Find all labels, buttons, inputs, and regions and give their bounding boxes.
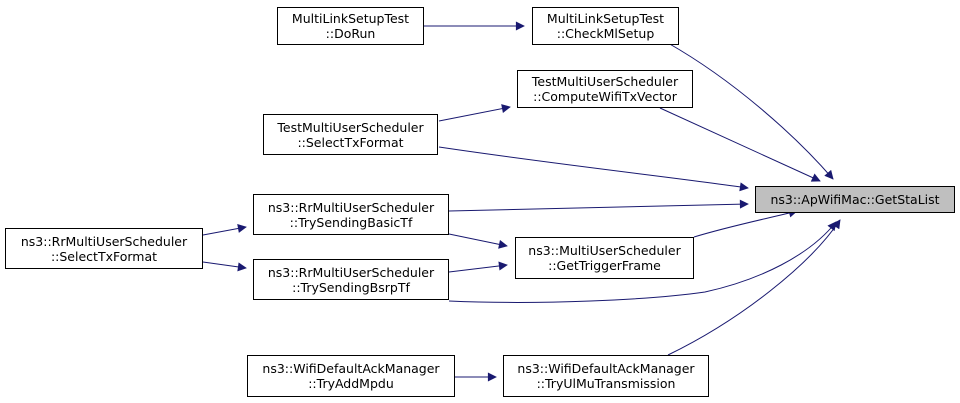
node-label-line: ::SelectTxFormat [50, 248, 158, 264]
call-edge-n7-to-n6 [202, 224, 247, 236]
call-edge-n4-to-n3 [438, 104, 511, 122]
node-label-line: MultiLinkSetupTest [546, 11, 665, 26]
node-label-line: ns3::WifiDefaultAckManager [517, 361, 695, 376]
function-node[interactable]: MultiLinkSetupTest::DoRun [277, 7, 424, 45]
function-node[interactable]: TestMultiUserScheduler::SelectTxFormat [263, 114, 438, 155]
function-node[interactable]: ns3::RrMultiUserScheduler::TrySendingBsr… [253, 259, 449, 300]
node-label-line: ::GetTriggerFrame [548, 258, 661, 273]
node-label-line: ::SelectTxFormat [297, 134, 404, 150]
node-label-line: ns3::ApWifiMac::GetStaList [770, 192, 940, 207]
function-node[interactable]: ns3::RrMultiUserScheduler::TrySendingBas… [253, 194, 449, 235]
node-label-line: ::TryUlMuTransmission [536, 376, 676, 391]
node-label-line: TestMultiUserScheduler [531, 74, 679, 89]
node-label-line: ::DoRun [325, 26, 376, 41]
node-label-line: ns3::WifiDefaultAckManager [262, 361, 440, 376]
call-edge-n3-to-n0 [659, 107, 821, 182]
function-node[interactable]: MultiLinkSetupTest::CheckMlSetup [532, 7, 679, 45]
node-label-line: ::ComputeWifiTxVector [533, 89, 677, 104]
call-edge-n4-to-n0 [438, 146, 749, 192]
call-edge-n1-to-n0 [667, 42, 834, 180]
node-label-line: ::TrySendingBsrpTf [292, 279, 410, 295]
call-edge-n6-to-n5 [448, 233, 508, 249]
function-node[interactable]: ns3::WifiDefaultAckManager::TryAddMpdu [247, 355, 455, 397]
function-node[interactable]: ns3::RrMultiUserScheduler::SelectTxForma… [5, 228, 203, 269]
call-edge-n7-to-n8 [202, 261, 247, 272]
function-node[interactable]: ns3::MultiUserScheduler::GetTriggerFrame [515, 237, 694, 279]
node-label-line: ::CheckMlSetup [556, 26, 655, 41]
node-label-line: ns3::RrMultiUserScheduler [267, 199, 435, 215]
call-edge-n5-to-n0 [693, 208, 798, 238]
function-node[interactable]: ns3::WifiDefaultAckManager::TryUlMuTrans… [503, 355, 709, 397]
call-edge-n8-to-n5 [448, 261, 508, 273]
node-label-line: ns3::MultiUserScheduler [528, 243, 681, 258]
node-label-line: ns3::RrMultiUserScheduler [267, 264, 435, 280]
function-node[interactable]: TestMultiUserScheduler::ComputeWifiTxVec… [517, 70, 693, 108]
node-label-line: ns3::RrMultiUserScheduler [20, 233, 188, 249]
focus-node: ns3::ApWifiMac::GetStaList [755, 186, 955, 213]
call-edge-n9-to-n0 [667, 219, 841, 356]
node-label-line: MultiLinkSetupTest [291, 11, 410, 26]
node-label-line: ::TryAddMpdu [308, 376, 394, 391]
call-edge-n8-to-n0 [448, 221, 837, 303]
node-label-line: TestMultiUserScheduler [277, 119, 424, 135]
node-label-line: ::TrySendingBasicTf [289, 214, 413, 230]
call-edge-n6-to-n0 [448, 199, 749, 212]
